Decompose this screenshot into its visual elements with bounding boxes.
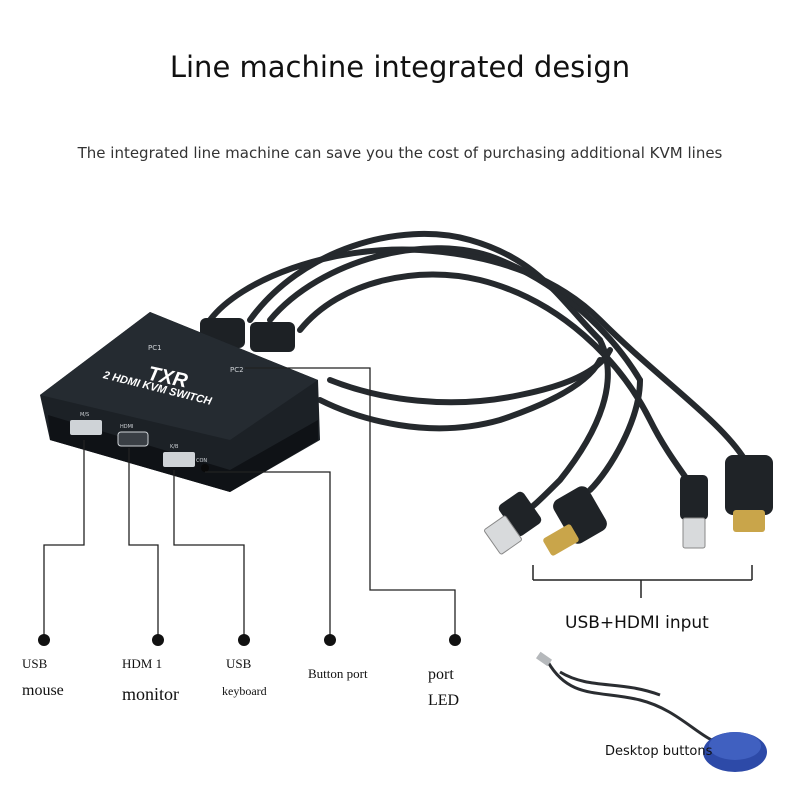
hdmi-port [117,431,149,447]
desktop-button [535,651,767,772]
usb-mouse-label-1: USB [22,656,48,671]
svg-text:HDMI: HDMI [120,424,133,430]
inputs-label: USB+HDMI input [565,613,709,633]
port-led-label-1: port [428,666,454,683]
hdmi-monitor-label-2: monitor [122,684,179,704]
cable-bundle [207,231,748,518]
callout-dots [38,634,461,646]
button-port-label: Button port [308,666,368,681]
hdmi-connector-1 [543,486,607,556]
page-subtitle: The integrated line machine can save you… [77,144,723,162]
usb-keyboard-label-2: keyboard [222,684,267,698]
button-port-jack [201,464,209,472]
svg-text:CON: CON [196,458,207,464]
hdmi-connector-2 [725,455,773,532]
svg-text:M/S: M/S [80,412,89,418]
usb-keyboard-port [163,452,195,467]
input-bracket [532,565,753,598]
port-led-label-2: LED [428,692,460,709]
pc1-label: PC1 [148,344,162,352]
hdmi-monitor-label-1: HDM 1 [122,656,163,671]
svg-text:K/B: K/B [170,444,179,450]
usb-connector-2 [680,475,708,549]
usb-keyboard-label-1: USB [226,656,252,671]
desktop-buttons-label: Desktop buttons [605,744,713,759]
page-title: Line machine integrated design [169,50,631,84]
callout-lines [43,367,456,640]
kvm-switch: PC1 PC2 TXR 2 HDMI KVM SWITCH M/S HDMI K… [40,312,320,492]
usb-mouse-port [70,420,102,435]
usb-mouse-label-2: mouse [22,682,64,699]
pc2-label: PC2 [230,366,244,374]
usb-connector-1 [484,491,542,555]
